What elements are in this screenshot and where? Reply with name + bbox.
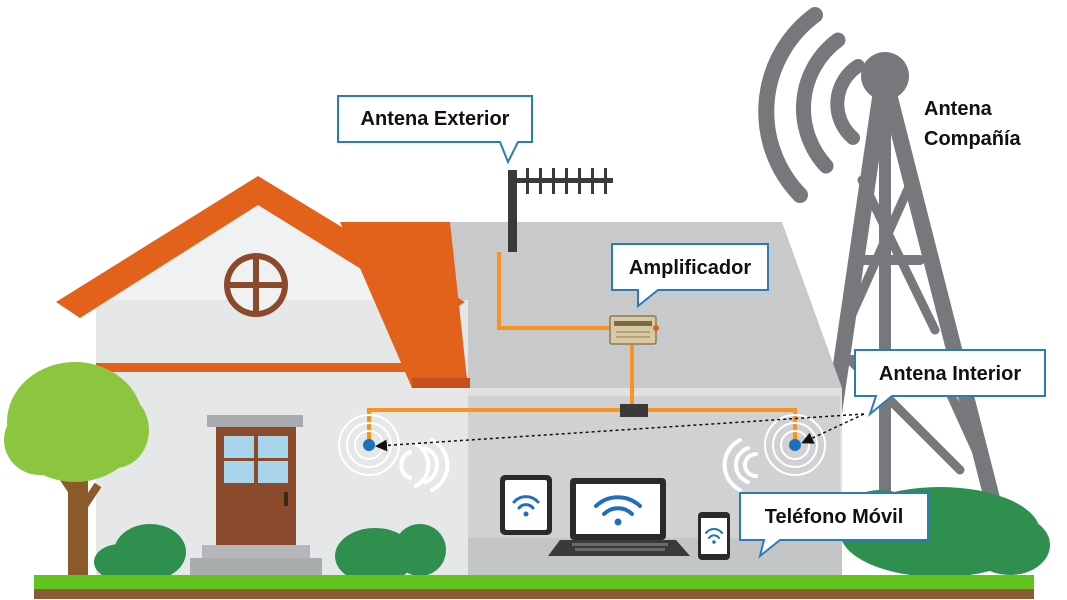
roof-ledge xyxy=(96,363,416,372)
amplifier-label: Amplificador xyxy=(629,257,751,279)
callout-indoor-antenna: Antena Interior xyxy=(854,349,1046,417)
indoor-signal-waves-left-icon xyxy=(399,438,450,492)
tablet-icon xyxy=(500,475,552,535)
mobile-phone-icon xyxy=(698,512,730,560)
front-steps xyxy=(190,545,322,578)
arrow-to-right-indoor-antenna xyxy=(801,413,865,444)
cable-outdoor-to-amplifier xyxy=(497,252,612,330)
house-gable xyxy=(96,190,416,300)
callout-mobile-phone: Teléfono Móvil xyxy=(739,492,929,559)
callout-amplifier: Amplificador xyxy=(611,243,769,309)
outdoor-antenna-label: Antena Exterior xyxy=(361,108,510,130)
ground xyxy=(34,575,1034,599)
cable-splitter-right xyxy=(648,408,797,444)
round-window xyxy=(224,253,288,317)
indoor-signal-waves-right-icon xyxy=(722,438,758,492)
outdoor-antenna-icon xyxy=(508,168,613,252)
front-door xyxy=(207,415,303,545)
cable-splitter-left xyxy=(367,408,620,444)
callout-pointer-arrows xyxy=(375,413,865,452)
front-bushes xyxy=(94,524,446,584)
soil xyxy=(34,589,1034,599)
cable-network xyxy=(367,252,797,444)
grass xyxy=(34,575,1034,589)
indoor-antenna-label: Antena Interior xyxy=(879,363,1021,385)
laptop-icon xyxy=(548,478,690,556)
amplifier-icon xyxy=(609,315,659,345)
cable-splitter-icon xyxy=(620,404,648,417)
carrier-antenna-callout: Antena Compañía xyxy=(924,98,1022,150)
roof-ledge-shadow xyxy=(412,378,470,388)
carrier-antenna-label-line1: Antena xyxy=(924,98,993,120)
tree xyxy=(4,362,149,575)
callout-outdoor-antenna: Antena Exterior xyxy=(337,95,533,165)
tower-lattice xyxy=(810,90,1006,530)
indoor-antenna-right-icon xyxy=(764,414,826,476)
carrier-antenna-label-line2: Compañía xyxy=(924,128,1022,150)
mobile-phone-label: Teléfono Móvil xyxy=(765,506,904,528)
roof-side-panel xyxy=(340,222,468,388)
indoor-antenna-left-icon xyxy=(338,414,400,476)
tower-top-beacon xyxy=(861,52,909,100)
tower-signal-waves xyxy=(758,7,865,203)
